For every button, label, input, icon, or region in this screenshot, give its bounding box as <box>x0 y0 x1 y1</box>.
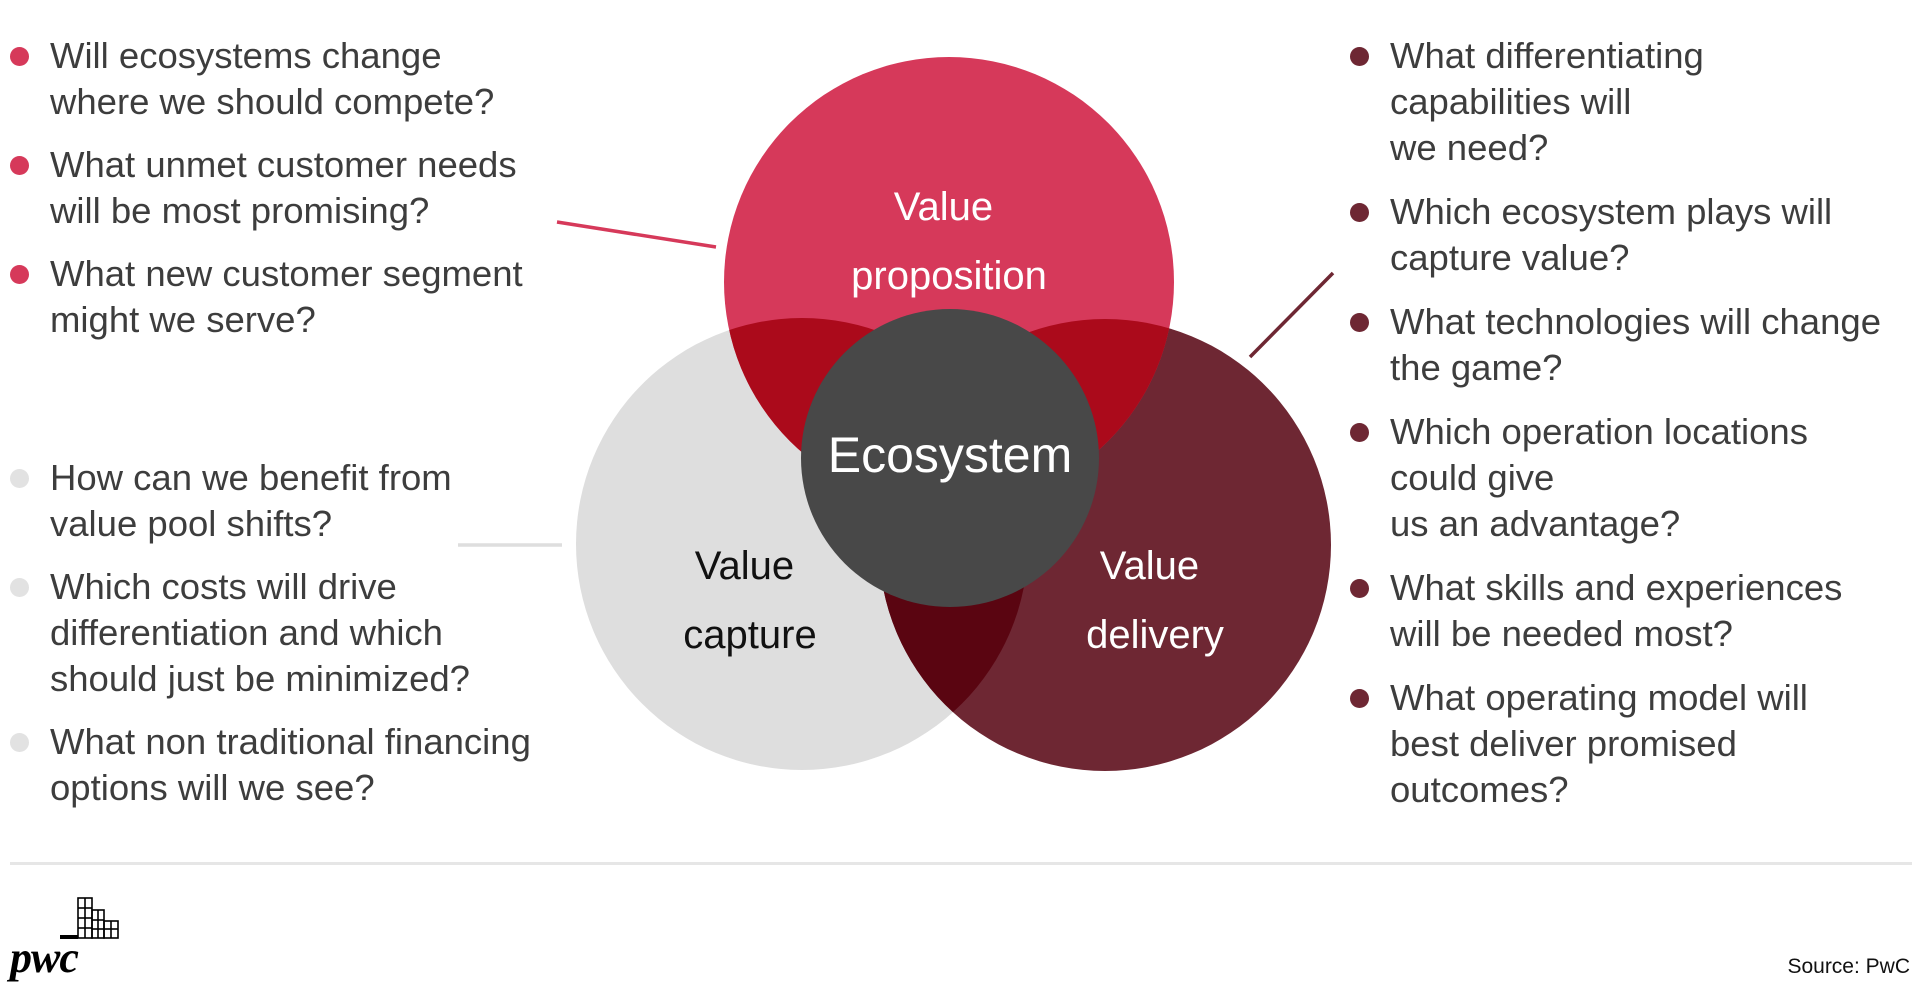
proposition-delivery-overlap <box>879 319 1174 507</box>
ecosystem-label: Ecosystem <box>828 427 1073 483</box>
question-text: What unmet customer needs will be most p… <box>50 144 517 231</box>
value-proposition-questions: Will ecosystems change where we should c… <box>8 33 578 360</box>
value-capture-label: Value capture <box>683 544 816 657</box>
question-text: Which ecosystem plays will capture value… <box>1390 191 1833 278</box>
pwc-logo-text: pwc <box>10 933 79 982</box>
bullet-dot-icon <box>1350 579 1369 598</box>
question-text: What skills and experiences will be need… <box>1390 567 1843 654</box>
question-text: What technologies will change the game? <box>1390 301 1882 388</box>
question-text: How can we benefit from value pool shift… <box>50 457 452 544</box>
bullet-dot-icon <box>10 469 29 488</box>
bullet-dot-icon <box>1350 47 1369 66</box>
bullet-dot-icon <box>1350 423 1369 442</box>
question-text: Will ecosystems change where we should c… <box>50 35 495 122</box>
value-delivery-questions: What differentiating capabilities will w… <box>1348 33 1920 831</box>
value-capture-questions: How can we benefit from value pool shift… <box>8 455 578 828</box>
delivery-question-item: Which ecosystem plays will capture value… <box>1348 189 1920 281</box>
delivery-question-item: What differentiating capabilities will w… <box>1348 33 1920 171</box>
question-text: What operating model will best deliver p… <box>1390 677 1808 810</box>
footer-divider <box>10 862 1912 865</box>
question-text: What differentiating capabilities will w… <box>1390 35 1704 168</box>
delivery-question-item: What technologies will change the game? <box>1348 299 1920 391</box>
proposition-question-item: What unmet customer needs will be most p… <box>8 142 578 234</box>
capture-delivery-overlap <box>879 319 1028 770</box>
delivery-question-item: What skills and experiences will be need… <box>1348 565 1920 657</box>
delivery-question-item: What operating model will best deliver p… <box>1348 675 1920 813</box>
bullet-dot-icon <box>10 265 29 284</box>
proposition-question-item: What new customer segment might we serve… <box>8 251 578 343</box>
bullet-dot-icon <box>1350 689 1369 708</box>
bullet-dot-icon <box>10 578 29 597</box>
question-text: Which costs will drive differentiation a… <box>50 566 470 699</box>
bullet-dot-icon <box>10 47 29 66</box>
value-delivery-label: Value delivery <box>1086 544 1224 657</box>
source-note: Source: PwC <box>1787 955 1910 978</box>
capture-question-item: What non traditional financing options w… <box>8 719 578 811</box>
bullet-dot-icon <box>1350 313 1369 332</box>
capture-question-item: Which costs will drive differentiation a… <box>8 564 578 702</box>
value-proposition-circle <box>724 57 1174 507</box>
value-proposition-label: Value proposition <box>851 185 1047 298</box>
capture-question-item: How can we benefit from value pool shift… <box>8 455 578 547</box>
bullet-dot-icon <box>10 156 29 175</box>
pwc-logo-icon <box>60 897 119 939</box>
bullet-dot-icon <box>10 733 29 752</box>
delivery-connector-line <box>1248 271 1335 359</box>
proposition-connector-line <box>556 220 717 249</box>
delivery-question-item: Which operation locations could give us … <box>1348 409 1920 547</box>
value-delivery-circle <box>879 319 1331 771</box>
proposition-question-item: Will ecosystems change where we should c… <box>8 33 578 125</box>
question-text: What non traditional financing options w… <box>50 721 531 808</box>
proposition-capture-overlap <box>724 318 1028 507</box>
ecosystem-center-circle <box>801 309 1099 607</box>
question-text: What new customer segment might we serve… <box>50 253 523 340</box>
question-text: Which operation locations could give us … <box>1390 411 1808 544</box>
bullet-dot-icon <box>1350 203 1369 222</box>
value-capture-circle <box>576 318 1028 770</box>
